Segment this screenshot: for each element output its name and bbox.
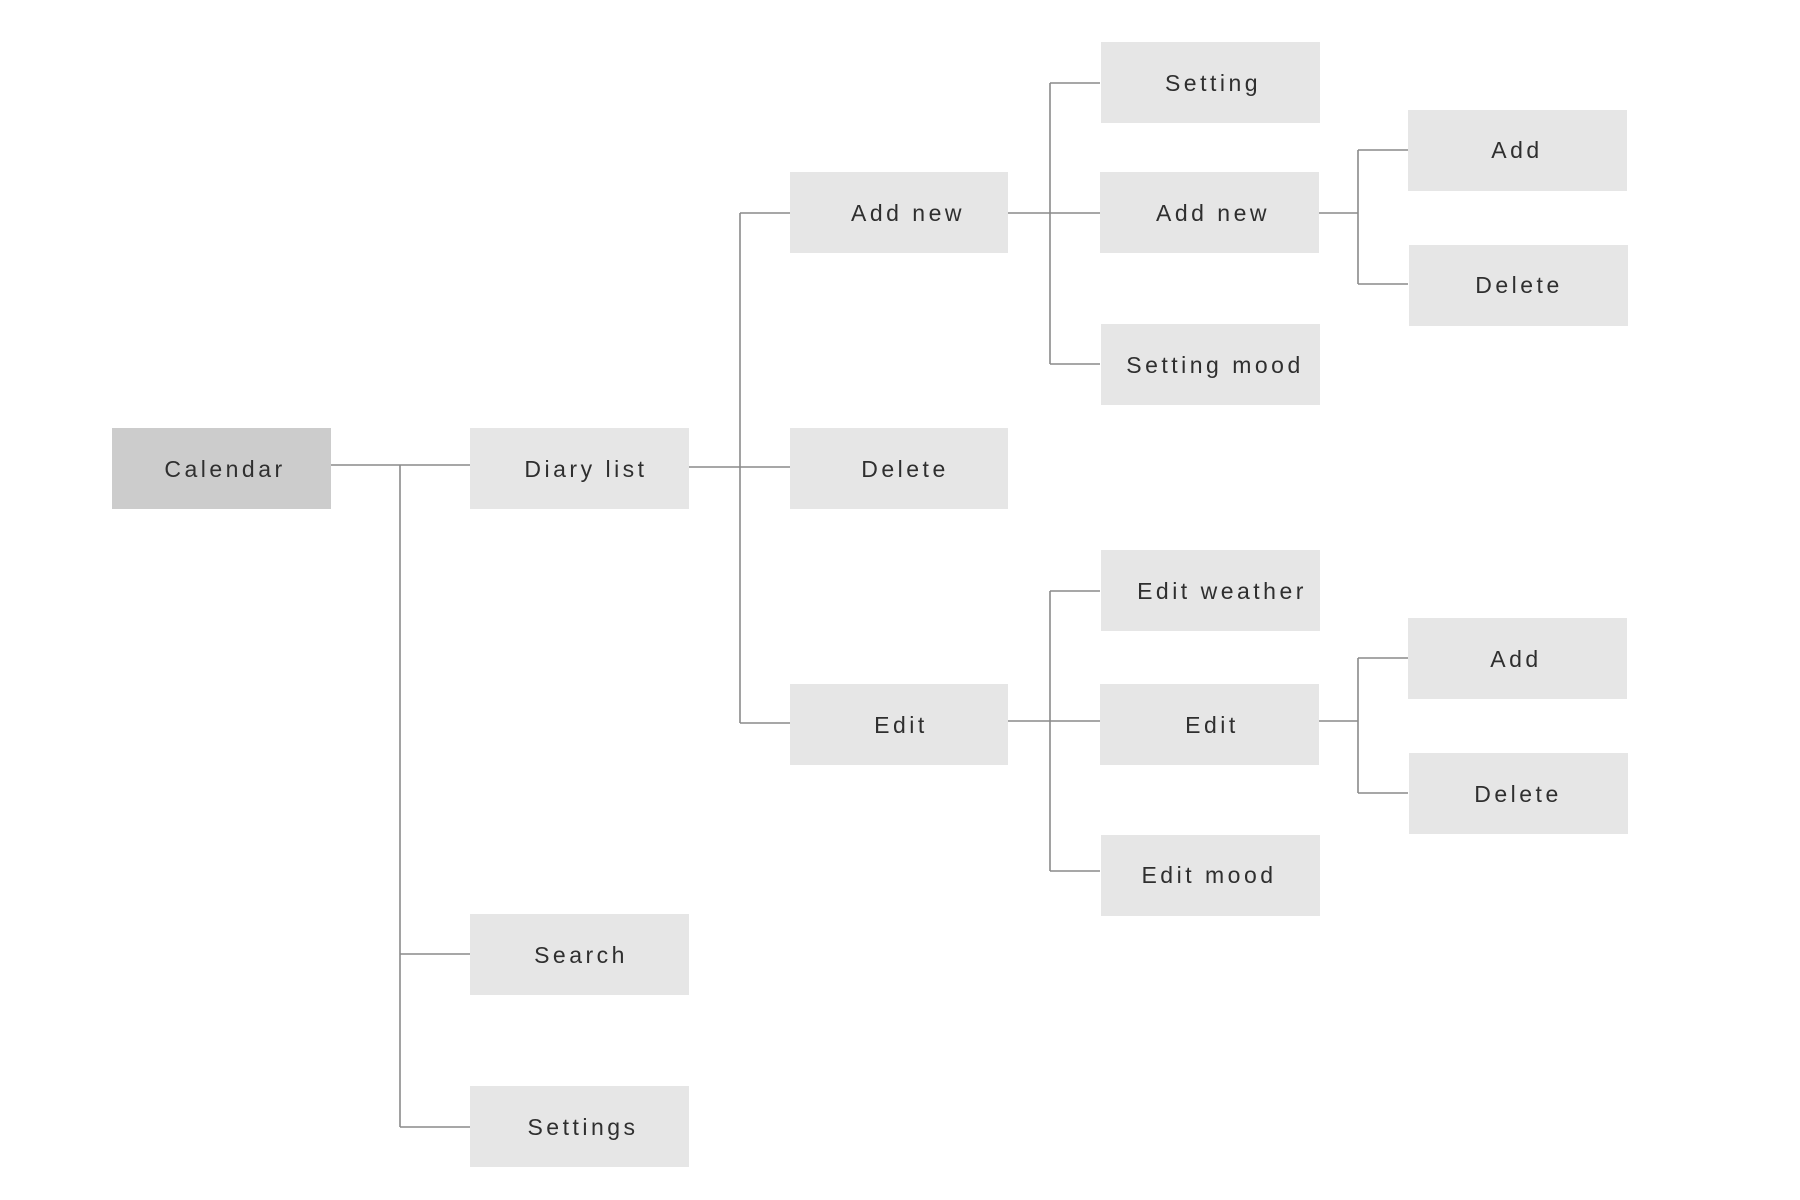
node-add-new-label: Add new [851,200,965,226]
connector-edit-children [1008,590,1100,872]
node-edit-sub: Edit [1100,684,1319,765]
node-edit-sub-label: Edit [1185,712,1239,738]
connector-calendar-children [331,464,470,1128]
node-add-new-sub: Add new [1100,172,1319,253]
node-edit-leaf-delete-label: Delete [1474,781,1561,807]
node-edit-label: Edit [874,712,928,738]
node-diary-list: Diary list [470,428,689,509]
node-setting-mood: Setting mood [1101,324,1320,405]
node-setting-label: Setting [1165,70,1261,96]
node-delete-label: Delete [861,456,948,482]
node-setting-mood-label: Setting mood [1126,352,1304,378]
node-add-new: Add new [790,172,1008,253]
node-edit-leaf-add: Add [1408,618,1627,699]
node-delete: Delete [790,428,1008,509]
node-edit-leaf-delete: Delete [1409,753,1628,834]
node-add-new-leaf-add: Add [1408,110,1627,191]
node-settings-label: Settings [527,1114,638,1140]
connector-edit-leaf-children [1319,657,1408,794]
node-add-new-sub-label: Add new [1156,200,1270,226]
connector-add-new-children [1008,82,1100,365]
node-add-new-leaf-delete-label: Delete [1475,272,1562,298]
node-calendar-label: Calendar [164,456,285,482]
node-diary-list-label: Diary list [524,456,647,482]
node-edit-mood-label: Edit mood [1141,862,1276,888]
node-add-new-leaf-add-label: Add [1491,137,1542,163]
node-search-label: Search [534,942,628,968]
node-edit-weather-label: Edit weather [1137,578,1307,604]
node-setting: Setting [1101,42,1320,123]
node-add-new-leaf-delete: Delete [1409,245,1628,326]
connector-diary-list-children [689,212,790,724]
node-settings: Settings [470,1086,689,1167]
node-edit-leaf-add-label: Add [1490,646,1541,672]
node-edit-weather: Edit weather [1101,550,1320,631]
connectors [331,82,1408,1128]
connector-add-new-leaf-children [1319,149,1408,285]
node-search: Search [470,914,689,995]
node-edit: Edit [790,684,1008,765]
node-edit-mood: Edit mood [1101,835,1320,916]
node-calendar: Calendar [112,428,331,509]
